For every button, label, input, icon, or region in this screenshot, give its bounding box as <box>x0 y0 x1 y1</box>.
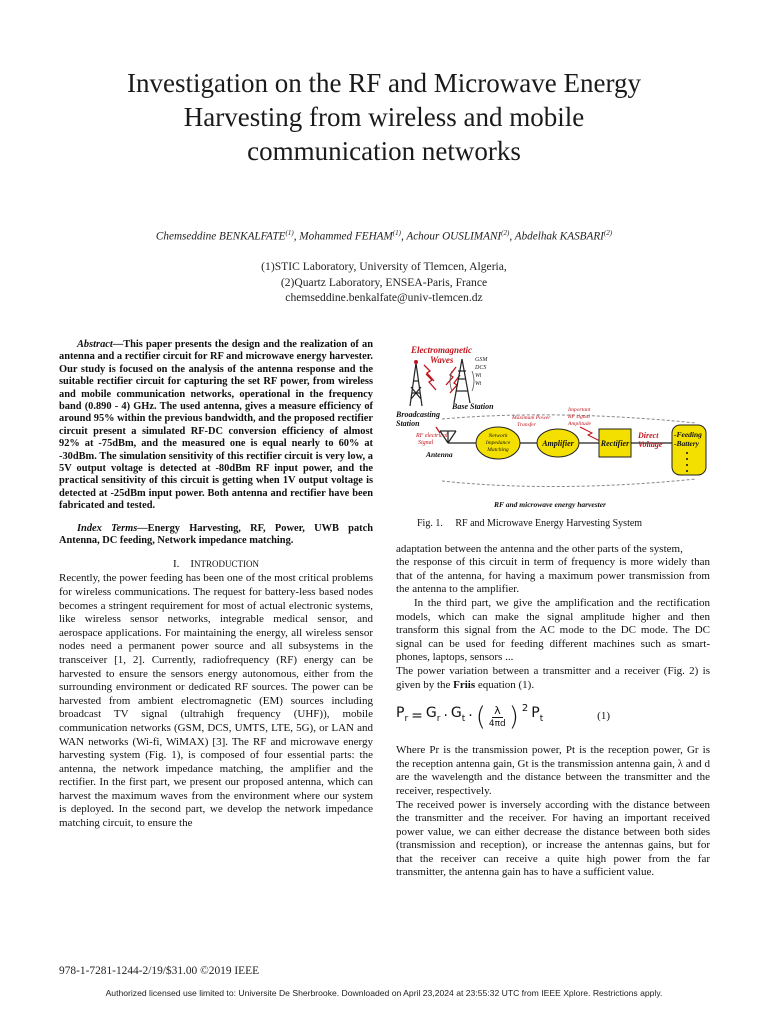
rectifier-label: Rectifier <box>600 439 630 448</box>
dot-icon <box>686 464 688 466</box>
matching-label: Matching <box>486 447 509 453</box>
broadcast-tower-icon <box>409 362 423 407</box>
right-column: Electromagnetic Waves Broadcasting Stati… <box>396 341 710 880</box>
author-1: Chemseddine BENKALFATE <box>155 230 286 243</box>
equation-formula: Pr = Gr · Gt · ( λ 4πd ) 2 Pt <box>396 702 544 733</box>
author-3: Achour OUSLIMANI <box>406 230 502 243</box>
dot-icon <box>686 470 688 472</box>
affiliations: (1)STIC Laboratory, University of Tlemce… <box>40 259 728 306</box>
amplitude-label: Amplitude <box>567 421 592 427</box>
dot-icon <box>686 458 688 460</box>
copyright-line: 978-1-7281-1244-2/19/$31.00 ©2019 IEEE <box>59 965 260 977</box>
author-2-affil: (1) <box>392 229 401 237</box>
author-1-affil: (1) <box>285 229 294 237</box>
base-station-label: Base Station <box>451 402 494 411</box>
band-wi-label-2: Wi <box>475 381 482 387</box>
max-power-label: Maximum Power <box>511 415 551 421</box>
author-4: Abdelhak KASBARI <box>514 230 604 243</box>
voltage-label: Voltage <box>638 440 663 449</box>
dot-icon <box>686 452 688 454</box>
paragraph-response: the response of this circuit in term of … <box>396 556 710 596</box>
paragraph-friis-intro: The power variation between a transmitte… <box>396 664 710 691</box>
title-line-3: communication networks <box>247 136 521 166</box>
author-2: Mohammed FEHAM <box>299 230 393 243</box>
intro-paragraph: Recently, the power feeding has been one… <box>59 572 373 830</box>
transfer-label: Transfer <box>517 421 537 428</box>
amplifier-block <box>536 428 580 458</box>
em-wave-arrows-icon <box>423 364 461 394</box>
energy-harvesting-diagram: Electromagnetic Waves Broadcasting Stati… <box>396 341 710 513</box>
right-body: adaptation between the antenna and the o… <box>396 543 710 880</box>
left-column: Abstract—This paper presents the design … <box>59 339 373 831</box>
equation-number: (1) <box>597 710 610 723</box>
impedance-label: Impedance <box>485 440 511 446</box>
feeding-label: -Feeding <box>674 430 702 439</box>
em-waves-label-2: Waves <box>430 355 454 365</box>
network-label: Network <box>488 433 508 439</box>
index-terms-label: Index Terms <box>77 522 138 534</box>
title-line-2: Harvesting from wireless and mobile <box>183 102 585 132</box>
receiving-antenna-icon <box>439 430 457 444</box>
em-waves-label: Electromagnetic <box>410 345 472 355</box>
paper-title: Investigation on the RF and Microwave En… <box>50 66 718 168</box>
friis-equation: Pr = Gr · Gt · ( λ 4πd ) 2 Pt (1) <box>396 698 710 736</box>
abstract-label: Abstract <box>77 339 113 350</box>
amplitude-arrow-icon <box>579 426 601 442</box>
index-terms: Index Terms—Energy Harvesting, RF, Power… <box>59 522 373 547</box>
band-wi-label-1: Wi <box>475 373 482 379</box>
important-label: Important <box>567 407 591 413</box>
direct-label: Direct <box>637 431 659 440</box>
system-bracket-top <box>441 414 697 424</box>
license-notice: Authorized licensed use limited to: Univ… <box>105 988 663 998</box>
author-email: chemseddine.benkalfate@univ-tlemcen.dz <box>285 291 483 304</box>
figure-1: Electromagnetic Waves Broadcasting Stati… <box>396 341 710 513</box>
abstract: Abstract—This paper presents the design … <box>59 339 373 512</box>
incoming-wave-icon <box>435 426 441 434</box>
signal-label: Signal <box>418 440 434 446</box>
title-line-1: Investigation on the RF and Microwave En… <box>127 68 641 98</box>
harvester-label: RF and microwave energy harvester <box>493 500 606 509</box>
figure-caption: Fig. 1. RF and Microwave Energy Harvesti… <box>417 518 643 529</box>
signal-arcs-icon <box>449 370 475 392</box>
station-label: Station <box>396 419 420 428</box>
affiliation-1: (1)STIC Laboratory, University of Tlemce… <box>261 260 507 273</box>
output-load-block <box>671 424 707 476</box>
author-3-affil: (2) <box>501 229 510 237</box>
paragraph-third-part: In the third part, we give the amplifica… <box>396 596 710 664</box>
rectifier-block <box>598 428 632 458</box>
author-list: Chemseddine BENKALFATE(1), Mohammed FEHA… <box>155 229 613 243</box>
system-bracket-bottom <box>441 478 697 488</box>
band-gsm-label: GSM <box>475 357 488 363</box>
broadcasting-label: Broadcasting <box>396 410 440 419</box>
paragraph-adaptation: adaptation between the antenna and the o… <box>396 542 683 555</box>
amplifier-label: Amplifier <box>541 439 574 448</box>
author-4-affil: (2) <box>603 229 613 237</box>
index-terms-text: Energy Harvesting, RF, Power, UWB patch … <box>59 522 373 547</box>
base-station-icon <box>453 358 471 404</box>
rf-signal-label: RF signal <box>567 414 590 420</box>
section-heading-introduction: I. INTRODUCTION <box>172 557 260 570</box>
antenna-label: Antenna <box>425 450 453 459</box>
battery-label: -Battery <box>674 439 700 448</box>
tower-beacon-icon <box>414 360 418 364</box>
paragraph-received-power: The received power is inversely accordin… <box>396 798 710 879</box>
band-dcs-label: DCS <box>474 365 486 371</box>
equation-fraction: λ 4πd <box>488 703 506 729</box>
affiliation-2: (2)Quartz Laboratory, ENSEA-Paris, Franc… <box>280 275 488 289</box>
impedance-matching-block <box>475 426 521 460</box>
abstract-text: This paper presents the design and the r… <box>59 339 373 512</box>
rf-electrical-label: RF electrical <box>415 433 448 439</box>
paragraph-where: Where Pr is the transmission power, Pt i… <box>396 744 710 797</box>
